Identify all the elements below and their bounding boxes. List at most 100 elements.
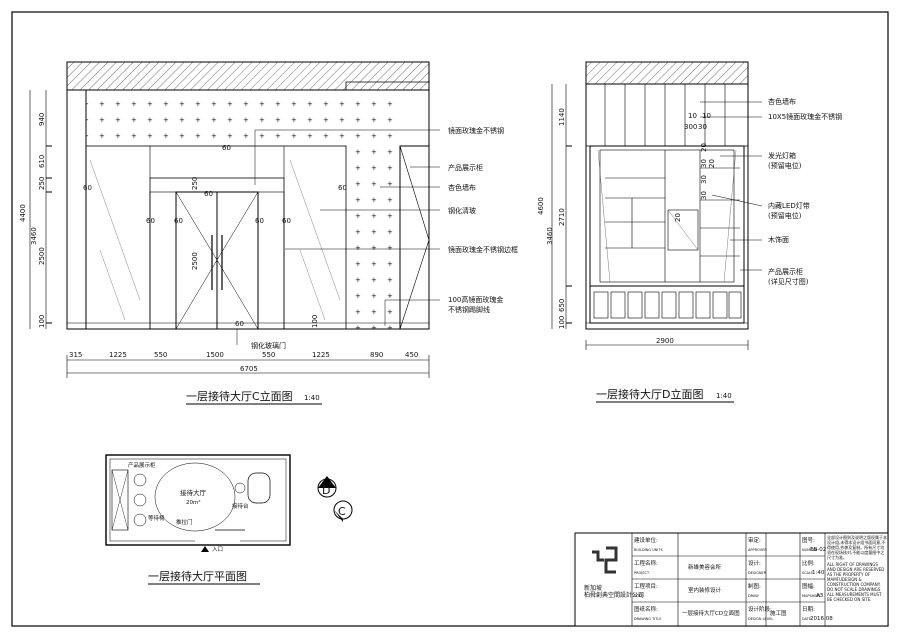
c-mark: 60 [222, 144, 231, 152]
plan-reception-desk [247, 472, 271, 504]
c-callout: 镜面玫瑰金不锈钢 [448, 126, 504, 135]
wall-fabric-right [346, 90, 400, 329]
elevation-c-callouts: 镜面玫瑰金不锈钢 产品展示柜 杏色墙布 钢化清玻 镜面玫瑰金不锈钢边框 100高… [236, 126, 518, 350]
plan-label: 接待台 [232, 502, 249, 510]
d-left-dim: 650 [558, 299, 566, 312]
tb-right-en: NUMBER [802, 548, 818, 552]
d-title: 一层接待大厅D立面图 [596, 387, 703, 401]
c-left-dim: 3460 [30, 227, 38, 245]
ceiling-slab [66, 61, 430, 91]
c-door-label: 钢化玻璃门 [251, 341, 286, 350]
c-bottom-dim: 550 [154, 351, 167, 359]
c-mark: 100 [311, 315, 319, 328]
d-callout: 发光灯箱 [768, 151, 796, 160]
company-name: 新加坡柏舜創典空間設計公司 [584, 584, 644, 599]
c-bottom-dim: 1225 [312, 351, 330, 359]
c-bottom-dim: 890 [370, 351, 383, 359]
tb-right-label: 图号: [802, 536, 815, 544]
glass-door-right [216, 191, 259, 330]
plan-title-text: 一层接待大厅平面图 [148, 569, 247, 583]
elevation-d-left-dims: 1140 2710 650 3460 4600 100 [537, 84, 572, 329]
floor-plan-labels: 产品展示柜 接待大厅 20m² 接待台 等待椅 推拉门 入口 [128, 461, 249, 553]
tb-mid-label: 设计: [748, 559, 761, 567]
d-callout: (预留电位) [768, 161, 802, 170]
sheet-border [11, 11, 889, 627]
c-bottom-dim: 550 [262, 351, 275, 359]
elevation-c-bottom-dims: 315 1225 550 1500 550 1225 890 450 6705 [66, 351, 430, 378]
plan-label: 入口 [212, 546, 223, 553]
d-left-dim: 1140 [558, 108, 566, 126]
d-mid-mark: 30 [700, 191, 708, 200]
tb-mid-value: 施工图 [770, 609, 787, 617]
d-callout: 杏色墙布 [768, 97, 796, 106]
tb-notes-cn: 全部设计图则及说明之版权属于本设计组,未得本设计组书面同意,不得使用,抄袭及复制… [827, 535, 887, 560]
tb-field-label: 图纸名称: [634, 605, 658, 613]
elevation-d-marks: 10 10 300 30 20 20 30 30 30 20 [674, 112, 716, 222]
tb-mid-en: DRAW [748, 594, 759, 598]
tb-field-value: 新雄美容会所 [688, 563, 722, 571]
tb-right-label: 日期: [802, 606, 815, 613]
c-callout: 不锈钢踢脚线 [448, 305, 490, 314]
c-mark: 2500 [191, 252, 199, 270]
plan-label: 20m² [186, 499, 201, 506]
elevation-c-title: 一层接待大厅C立面图 1:40 [186, 389, 322, 405]
plan-label: 接待大厅 [180, 488, 207, 497]
tb-mid-en: DESIGN LEVEL [748, 617, 773, 621]
display-cabinet [399, 145, 430, 330]
c-mark: 60 [146, 217, 155, 225]
tb-field-en: DRAWING TITLE [634, 617, 662, 621]
tb-right-value: A3 [816, 593, 824, 599]
plan-rug [154, 462, 236, 532]
d-left-dim: 3460 [546, 227, 554, 245]
c-left-dim: 250 [38, 177, 46, 190]
tb-field-en: PROJECT [634, 571, 650, 575]
elevation-d-callouts: 杏色墙布 10X5镜面玫瑰金不锈钢 发光灯箱 (预留电位) 内藏LED灯带 (预… [700, 97, 842, 286]
elevation-c [66, 61, 430, 330]
tb-right-value: 1:40 [812, 570, 825, 576]
elevation-c-left-dims: 940 610 250 3460 2500 100 4400 [19, 90, 52, 329]
c-mark: 250 [191, 177, 199, 190]
d-callout: 10X5镜面玫瑰金不锈钢 [768, 112, 842, 121]
d-mid-mark: 20 [708, 159, 716, 168]
plan-label: 等待椅 [148, 514, 165, 522]
d-display-cabinet [589, 145, 745, 287]
tb-notes-en: ALL RIGHT OF DRAWINGS AND DESIGN ARE RES… [827, 562, 885, 602]
tb-right-en: MAPSHEET [802, 594, 822, 598]
tb-notes: 全部设计图则及说明之版权属于本设计组,未得本设计组书面同意,不得使用,抄袭及复制… [827, 535, 887, 602]
c-title: 一层接待大厅C立面图 [186, 389, 293, 403]
tb-right-label: 图幅: [802, 582, 815, 590]
title-block-fields: 建设单位: BUILDING UNITS 工程名称: PROJECT 新雄美容会… [633, 536, 833, 622]
c-callout: 杏色墙布 [448, 183, 476, 192]
c-mark: 60 [282, 217, 291, 225]
c-overall-height: 4400 [19, 204, 27, 222]
tb-mid-en: APPROVER [748, 548, 767, 552]
marker-c-label: C [338, 505, 346, 518]
d-callout: 产品展示柜 [768, 267, 803, 276]
c-mark: 60 [204, 190, 213, 198]
tb-mid-en: DESIGNER [748, 571, 767, 575]
c-bottom-dim: 1500 [206, 351, 224, 359]
tb-right-value: EB-02 [810, 547, 826, 553]
c-left-dim: 2500 [38, 247, 46, 265]
d-left-dim: 4600 [537, 197, 545, 215]
elevation-d-title: 一层接待大厅D立面图 1:40 [596, 387, 734, 403]
c-bottom-dim: 315 [69, 351, 82, 359]
c-overall-width: 6705 [240, 365, 258, 373]
d-ceiling-slab [585, 61, 749, 85]
floor-plan [105, 454, 291, 546]
d-scale: 1:40 [716, 392, 732, 400]
c-mark: 60 [235, 320, 244, 328]
d-mid-mark: 20 [700, 143, 708, 152]
d-lower-cabinet [589, 285, 745, 324]
c-scale: 1:40 [304, 394, 320, 402]
elevation-c-marks: 60 60 60 60 60 60 60 60 60 250 2500 100 [83, 144, 347, 328]
tb-mid-label: 制图: [748, 582, 761, 590]
plan-title: 一层接待大厅平面图 [148, 569, 260, 585]
d-top-mark: 10 [688, 112, 697, 120]
c-bottom-dim: 1225 [109, 351, 127, 359]
title-block: 新加坡柏舜創典空間設計公司 [574, 532, 889, 627]
d-overall-width: 2900 [656, 337, 674, 345]
c-left-dim: 940 [38, 113, 46, 126]
elevation-d [585, 61, 749, 330]
